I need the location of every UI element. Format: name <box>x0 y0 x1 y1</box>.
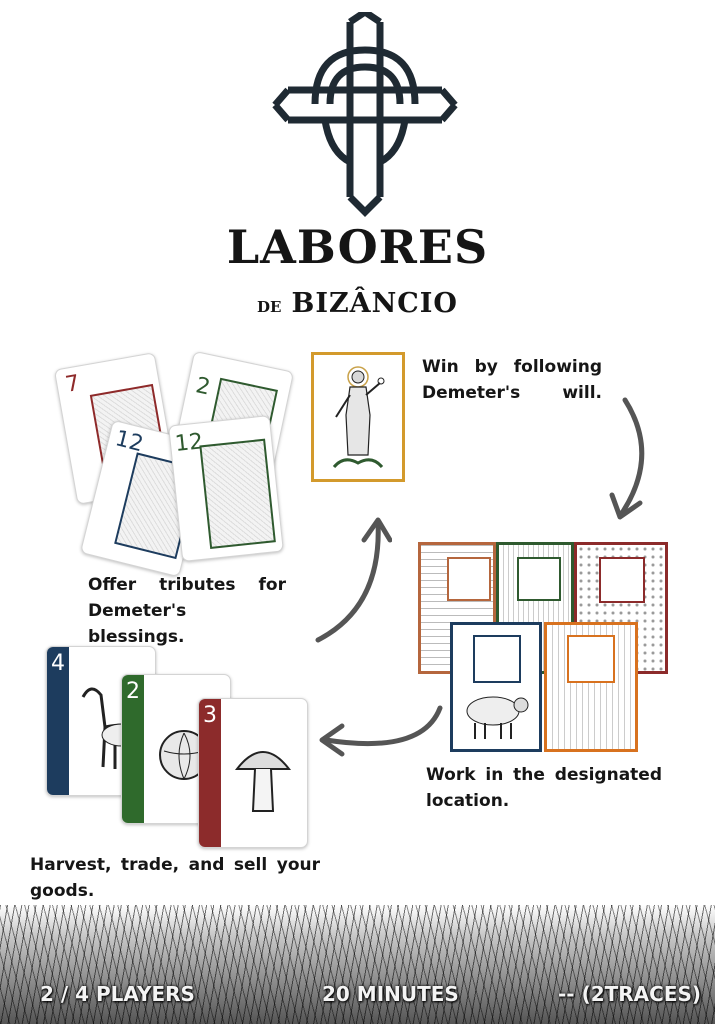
location-card-pasture <box>450 622 542 752</box>
step-harvest-text: Harvest, trade, and sell your goods. <box>30 852 320 904</box>
card-number: 3 <box>203 703 217 728</box>
step-win-text: Win by following Demeter's will. <box>422 357 602 403</box>
wheat-field-banner <box>0 905 715 1024</box>
sheep-icon <box>473 635 521 683</box>
step-harvest-label: Harvest, trade, and sell your goods. <box>30 855 320 901</box>
step-work-text: Work in the designated location. <box>426 762 662 814</box>
sheep-illustration <box>466 696 529 739</box>
cross-logo-icon <box>272 12 458 217</box>
step-offer-label: Offer tributes for Demeter's blessings. <box>88 575 286 647</box>
goods-cards: 4 2 3 <box>46 646 311 848</box>
game-subtitle: DE BIZÂNCIO <box>0 288 715 319</box>
card-number: 4 <box>51 651 65 676</box>
demeter-card <box>311 352 405 482</box>
tribute-card: 12 <box>168 415 284 562</box>
tribute-card-fan: 7 2 12 12 <box>53 345 315 578</box>
farmer-illustration <box>199 438 276 549</box>
extra-info: -- (2TRACES) <box>558 982 702 1006</box>
location-cards <box>418 542 668 752</box>
demeter-figure-icon <box>332 366 385 469</box>
play-time: 20 MINUTES <box>322 982 459 1006</box>
step-offer-text: Offer tributes for Demeter's blessings. <box>88 572 286 650</box>
card-number: 2 <box>193 373 213 401</box>
tree-icon <box>599 557 645 603</box>
arrow-down-icon <box>609 397 645 520</box>
mushroom-icon <box>234 751 292 812</box>
stable-icon <box>567 635 615 683</box>
card-number: 7 <box>63 370 82 398</box>
subtitle-name: BIZÂNCIO <box>291 288 458 319</box>
card-color-band <box>199 699 221 847</box>
goods-card-mushroom: 3 <box>198 698 308 848</box>
game-title: LABORES <box>226 220 489 274</box>
location-card-stable <box>544 622 638 752</box>
players-count: 2 / 4 PLAYERS <box>40 982 195 1006</box>
wheat-icon <box>517 557 561 601</box>
card-color-band <box>47 647 69 795</box>
arrow-up-icon <box>315 517 392 643</box>
granary-icon <box>447 557 491 601</box>
subtitle-prefix: DE <box>257 298 282 316</box>
card-color-band <box>122 675 144 823</box>
step-work-label: Work in the designated location. <box>426 765 662 811</box>
card-number: 2 <box>126 679 140 704</box>
arrow-left-icon <box>319 705 443 757</box>
